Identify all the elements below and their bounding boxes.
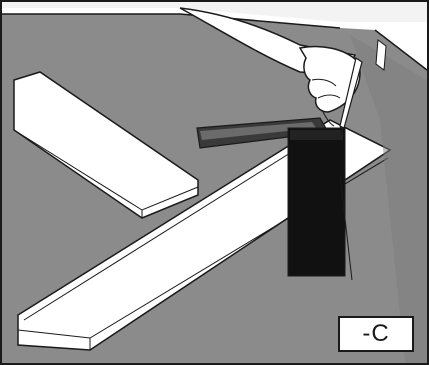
corner-post	[376, 40, 386, 70]
step-label: -C	[338, 316, 414, 352]
